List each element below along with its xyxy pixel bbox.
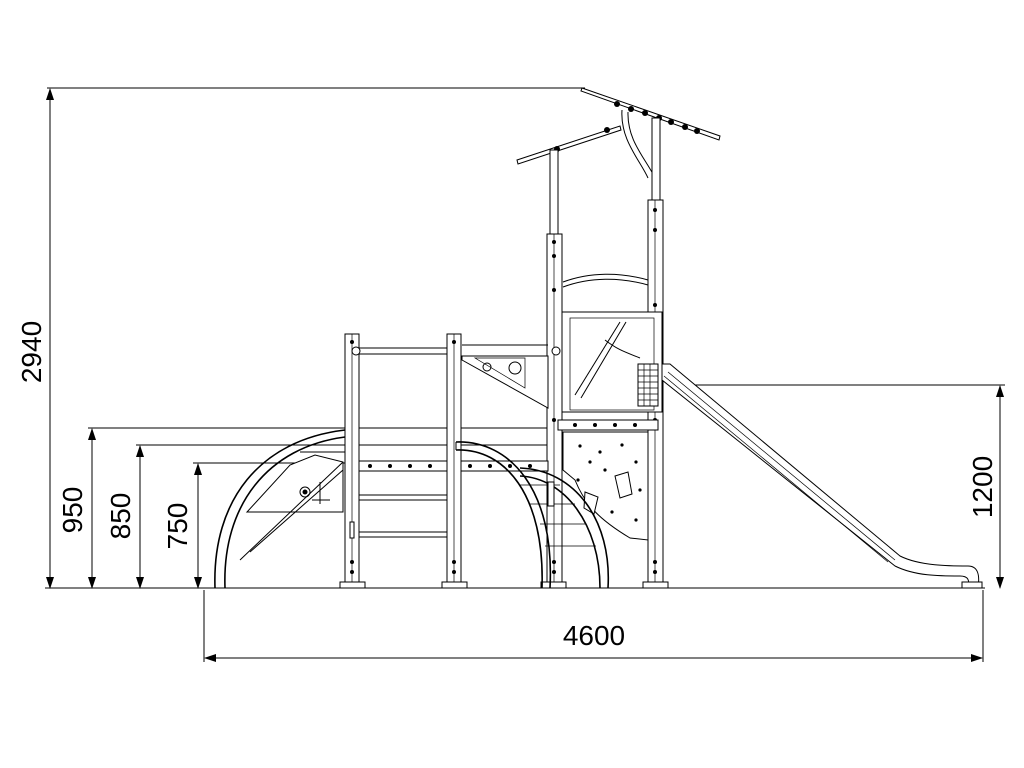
platform-height-850-label: 850 (105, 493, 136, 540)
tower-panel (561, 311, 663, 413)
roof (516, 87, 721, 179)
climbing-panel (562, 431, 649, 541)
tower-posts (546, 117, 664, 589)
total-height-label: 2940 (16, 321, 47, 383)
platform-height-950-label: 950 (57, 487, 88, 534)
arch-climber (214, 429, 346, 589)
platform-height-750-label: 750 (162, 503, 193, 550)
middle-panel (461, 344, 549, 409)
slide (661, 363, 983, 589)
center-arch-climber (455, 441, 610, 589)
width-label: 4600 (563, 620, 625, 651)
slide-height-label: 1200 (967, 456, 998, 518)
left-frame (339, 333, 669, 589)
ground-lines (45, 587, 985, 662)
side-panel (245, 454, 355, 539)
